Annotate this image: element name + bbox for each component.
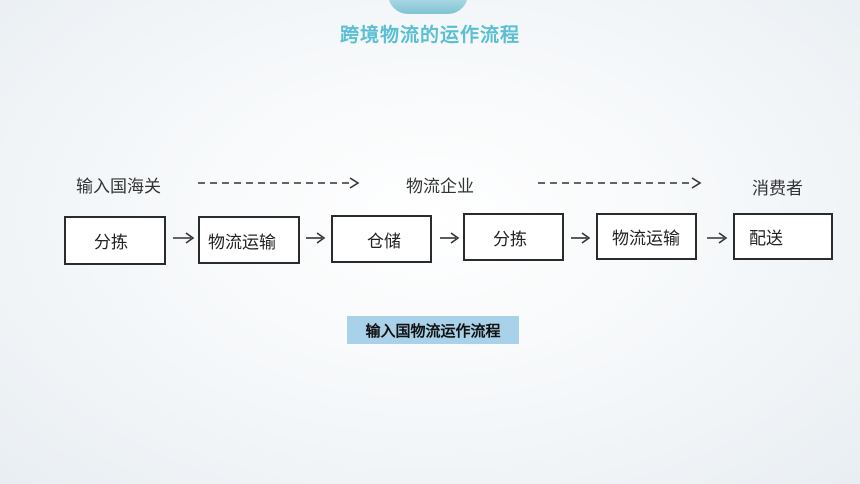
arrow-head-2 xyxy=(316,232,326,244)
step-box-sorting-1: 分拣 xyxy=(64,216,166,265)
stage-label-logistics-company: 物流企业 xyxy=(406,177,474,197)
step-box-delivery: 配送 xyxy=(733,213,833,260)
stage-label-consumer: 消费者 xyxy=(752,179,803,199)
step-box-warehousing: 仓储 xyxy=(331,215,432,263)
step-box-transport-1: 物流运输 xyxy=(198,216,300,264)
arrow-head-3 xyxy=(450,232,460,244)
step-box-sorting-2: 分拣 xyxy=(463,213,564,261)
arrow-head-5 xyxy=(718,232,728,244)
top-decoration-tab xyxy=(388,0,468,14)
dashed-arrow-head-2 xyxy=(691,177,702,189)
step-label: 物流运输 xyxy=(208,232,276,253)
step-label: 配送 xyxy=(749,229,783,249)
arrow-head-1 xyxy=(185,232,195,244)
arrow-head-4 xyxy=(581,232,591,244)
step-label: 仓储 xyxy=(367,231,401,252)
dashed-arrow-head-1 xyxy=(349,177,360,189)
step-label: 分拣 xyxy=(94,233,128,253)
stage-label-customs: 输入国海关 xyxy=(76,177,161,197)
step-label: 分拣 xyxy=(493,229,527,250)
step-box-transport-2: 物流运输 xyxy=(596,213,697,260)
page-title: 跨境物流的运作流程 xyxy=(339,24,520,46)
diagram-caption: 输入国物流运作流程 xyxy=(347,316,519,344)
step-label: 物流运输 xyxy=(612,229,680,249)
